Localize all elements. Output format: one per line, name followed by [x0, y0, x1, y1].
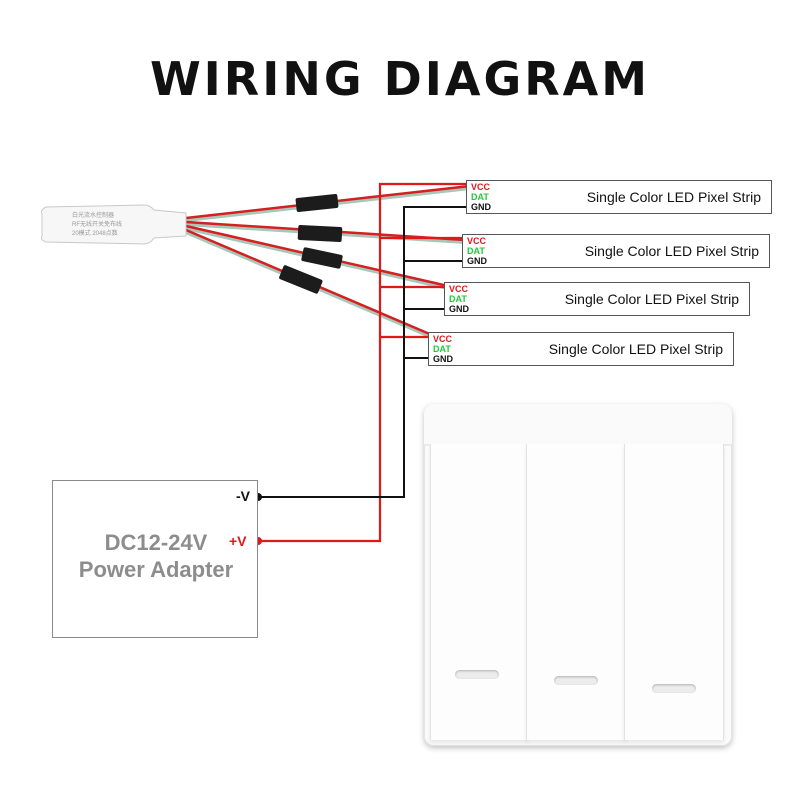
indicator-light-1 — [455, 670, 499, 679]
gnd-bus-wire — [258, 206, 470, 498]
controller-label-line2: RF无线开关免布线 — [72, 222, 122, 228]
strip-label: Single Color LED Pixel Strip — [586, 189, 761, 205]
pin-gnd: GND — [467, 256, 487, 266]
indicator-light-2 — [554, 676, 598, 685]
positive-terminal-label: +V — [229, 533, 247, 549]
led-controller — [41, 204, 187, 245]
pin-vcc: VCC — [467, 236, 487, 246]
led-strip-1: VCC DAT GND Single Color LED Pixel Strip — [466, 180, 772, 214]
adapter-voltage: DC12-24V — [104, 530, 208, 555]
controller-label-line1: 白光流水控制器 — [72, 213, 115, 219]
negative-terminal-label: -V — [236, 488, 250, 504]
pin-dat: DAT — [467, 246, 485, 256]
switch-button-3[interactable] — [624, 444, 724, 740]
power-adapter: DC12-24V Power Adapter — [52, 480, 258, 638]
vcc-bus-wire — [258, 182, 470, 543]
pin-vcc: VCC — [471, 182, 491, 192]
strip-label: Single Color LED Pixel Strip — [584, 243, 759, 259]
pin-dat: DAT — [449, 294, 467, 304]
pin-dat: DAT — [433, 344, 451, 354]
pin-vcc: VCC — [449, 284, 469, 294]
pin-gnd: GND — [433, 354, 453, 364]
switch-button-1[interactable] — [430, 444, 528, 740]
controller-label-line3: 20模式 2048点数 — [72, 231, 118, 237]
pin-dat: DAT — [471, 192, 489, 202]
adapter-name: Power Adapter — [78, 557, 234, 582]
pin-gnd: GND — [449, 304, 469, 314]
indicator-light-3 — [652, 684, 696, 693]
led-strip-3: VCC DAT GND Single Color LED Pixel Strip — [444, 282, 750, 316]
strip-label: Single Color LED Pixel Strip — [564, 291, 739, 307]
switch-top-frame — [424, 404, 732, 446]
diagram-title: WIRING DIAGRAM — [149, 52, 651, 106]
strip-label: Single Color LED Pixel Strip — [548, 341, 723, 357]
led-strip-4: VCC DAT GND Single Color LED Pixel Strip — [428, 332, 734, 366]
pin-vcc: VCC — [433, 334, 453, 344]
cable-connectors — [279, 194, 343, 294]
pin-gnd: GND — [471, 202, 491, 212]
switch-button-2[interactable] — [526, 444, 626, 740]
led-strip-2: VCC DAT GND Single Color LED Pixel Strip — [462, 234, 770, 268]
wireless-wall-switch — [424, 404, 732, 746]
